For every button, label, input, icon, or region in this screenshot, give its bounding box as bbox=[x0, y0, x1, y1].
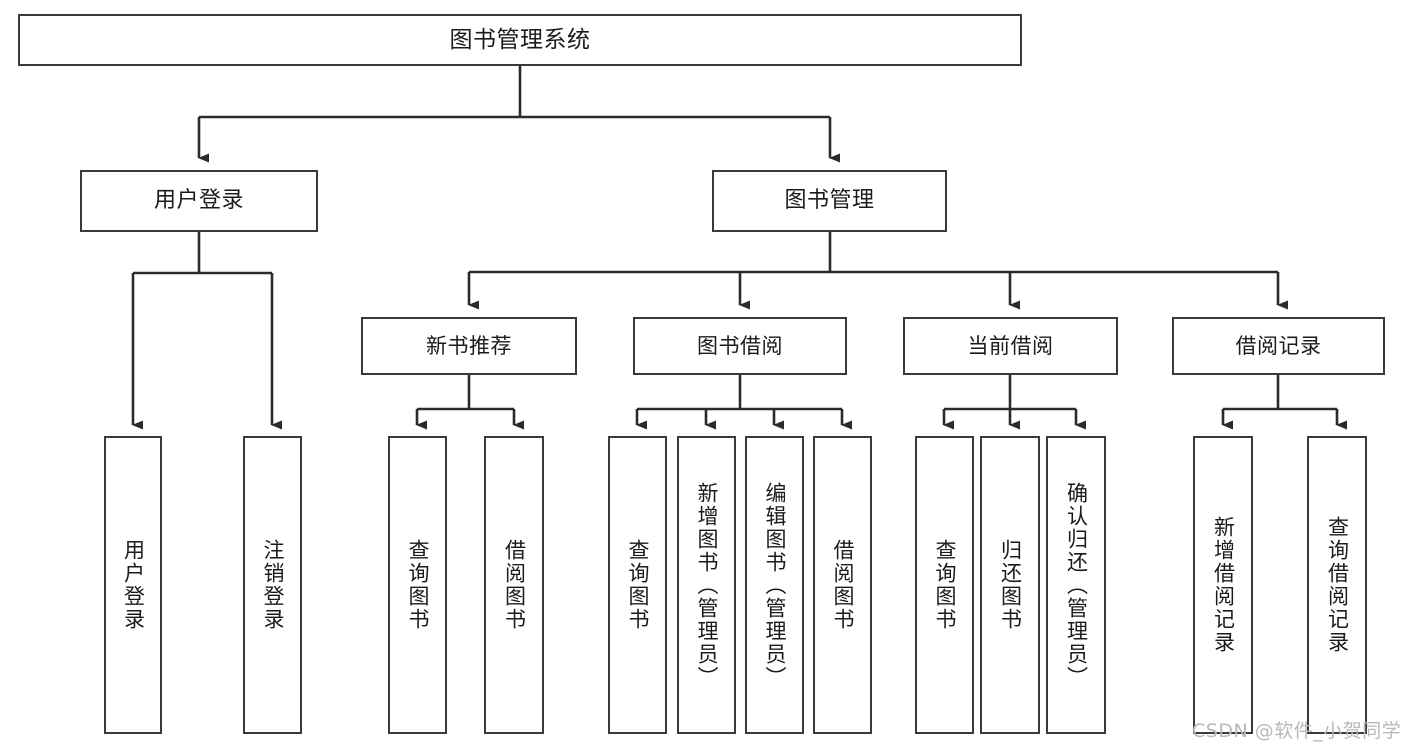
node-root-label: 图书管理系统 bbox=[449, 26, 591, 53]
leaf-query-book-newbook[interactable]: 查询图书 bbox=[388, 436, 447, 734]
leaf-user-login-label: 用户登录 bbox=[121, 539, 146, 631]
node-book-borrow-label: 图书借阅 bbox=[697, 333, 783, 358]
leaf-query-borrow-record-label: 查询借阅记录 bbox=[1325, 516, 1350, 654]
leaf-query-book-borrow[interactable]: 查询图书 bbox=[608, 436, 667, 734]
node-borrow-record[interactable]: 借阅记录 bbox=[1172, 317, 1385, 375]
leaf-add-borrow-record[interactable]: 新增借阅记录 bbox=[1193, 436, 1253, 734]
leaf-user-login[interactable]: 用户登录 bbox=[104, 436, 162, 734]
node-book-management[interactable]: 图书管理 bbox=[712, 170, 947, 232]
leaf-borrow-book-label: 借阅图书 bbox=[830, 539, 855, 631]
leaf-logout-label: 注销登录 bbox=[260, 539, 285, 631]
leaf-query-book-current[interactable]: 查询图书 bbox=[915, 436, 974, 734]
node-new-book-recommend[interactable]: 新书推荐 bbox=[361, 317, 577, 375]
leaf-add-book-admin[interactable]: 新增图书（管理员） bbox=[677, 436, 736, 734]
leaf-edit-book-admin[interactable]: 编辑图书（管理员） bbox=[745, 436, 804, 734]
node-user-login-label: 用户登录 bbox=[153, 188, 244, 214]
node-book-management-label: 图书管理 bbox=[784, 188, 875, 214]
leaf-return-book-label: 归还图书 bbox=[998, 539, 1023, 631]
node-borrow-record-label: 借阅记录 bbox=[1235, 333, 1322, 358]
node-current-borrow[interactable]: 当前借阅 bbox=[903, 317, 1118, 375]
node-current-borrow-label: 当前借阅 bbox=[967, 333, 1054, 358]
leaf-add-borrow-record-label: 新增借阅记录 bbox=[1211, 516, 1236, 654]
leaf-query-book-borrow-label: 查询图书 bbox=[625, 539, 650, 631]
leaf-borrow-book-newbook-label: 借阅图书 bbox=[502, 539, 527, 631]
leaf-query-book-current-label: 查询图书 bbox=[932, 539, 957, 631]
leaf-edit-book-admin-label: 编辑图书（管理员） bbox=[762, 481, 787, 689]
leaf-confirm-return-admin-label: 确认归还（管理员） bbox=[1064, 481, 1089, 689]
node-book-borrow[interactable]: 图书借阅 bbox=[633, 317, 847, 375]
leaf-return-book[interactable]: 归还图书 bbox=[980, 436, 1040, 734]
leaf-borrow-book-newbook[interactable]: 借阅图书 bbox=[484, 436, 544, 734]
leaf-add-book-admin-label: 新增图书（管理员） bbox=[694, 481, 719, 689]
node-user-login[interactable]: 用户登录 bbox=[80, 170, 318, 232]
leaf-logout[interactable]: 注销登录 bbox=[243, 436, 302, 734]
leaf-query-borrow-record[interactable]: 查询借阅记录 bbox=[1307, 436, 1367, 734]
leaf-query-book-newbook-label: 查询图书 bbox=[405, 539, 430, 631]
csdn-watermark: CSDN @软件_小贺同学 bbox=[1192, 720, 1402, 742]
node-root[interactable]: 图书管理系统 bbox=[18, 14, 1022, 66]
leaf-borrow-book[interactable]: 借阅图书 bbox=[813, 436, 872, 734]
leaf-confirm-return-admin[interactable]: 确认归还（管理员） bbox=[1046, 436, 1106, 734]
node-new-book-recommend-label: 新书推荐 bbox=[426, 333, 512, 358]
